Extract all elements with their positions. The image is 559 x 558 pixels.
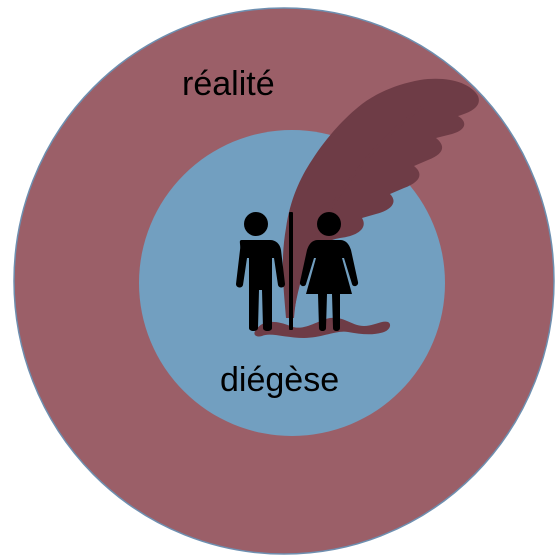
outer-label-realite: réalité: [182, 65, 275, 103]
inner-label-diegese: diégèse: [220, 361, 339, 399]
woman-figure-icon: [299, 212, 359, 331]
man-and-woman-icon: [236, 212, 359, 331]
divider-line: [289, 212, 293, 330]
man-figure-icon: [236, 212, 285, 331]
